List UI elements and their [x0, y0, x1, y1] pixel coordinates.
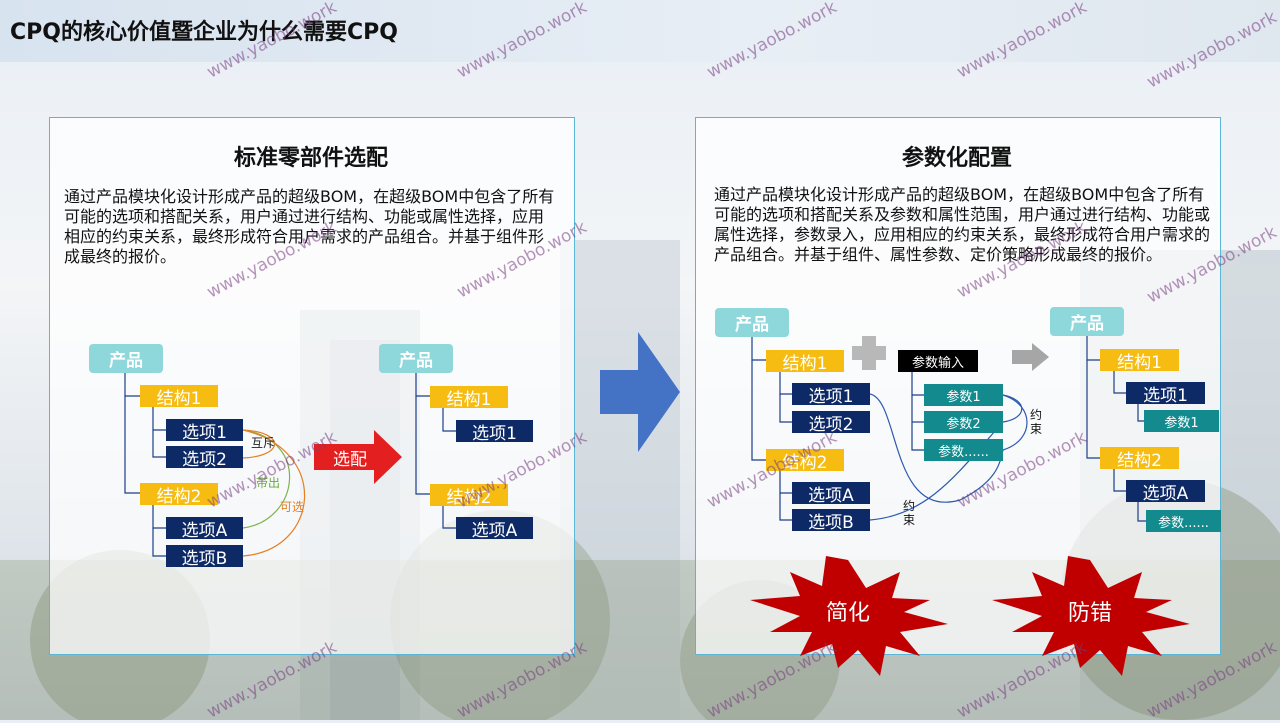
left-structure2-a: 结构2 [140, 483, 218, 507]
left-structure1-a: 结构1 [140, 385, 218, 409]
right-optionB-a: 选项B [792, 509, 870, 533]
right-structure2-a: 结构2 [766, 449, 844, 473]
select-arrow-shape [314, 430, 402, 484]
right-param-more-b: 参数...... [1146, 510, 1221, 532]
left-structure1-b: 结构1 [430, 386, 508, 410]
select-arrow-label: 选配 [333, 449, 367, 470]
right-product-b: 产品 [1050, 307, 1124, 336]
left-optionA-b: 选项A [456, 517, 533, 541]
big-blue-arrow [600, 332, 680, 452]
right-product-a: 产品 [715, 308, 789, 337]
param1-box: 参数1 [924, 384, 1003, 406]
right-structure1-b: 结构1 [1100, 349, 1179, 373]
right-option2-a: 选项2 [792, 411, 870, 435]
param-input-box: 参数输入 [898, 350, 978, 372]
burst-prevent-label: 防错 [1067, 601, 1112, 626]
right-panel-description: 通过产品模块化设计形成产品的超级BOM，在超级BOM中包含了所有可能的选项和搭配… [714, 185, 1211, 264]
burst-simplify-label: 简化 [825, 601, 870, 626]
right-param1-b: 参数1 [1144, 410, 1219, 432]
param2-box: 参数2 [924, 411, 1003, 433]
right-panel-heading: 参数化配置 [901, 146, 1012, 171]
left-optionB-a: 选项B [166, 545, 243, 569]
burst-simplify-shape [750, 556, 948, 676]
right-optionA-a: 选项A [792, 482, 870, 506]
burst-prevent-shape [992, 556, 1190, 676]
optional-label: 可选 [280, 500, 305, 514]
param-more-box: 参数...... [924, 439, 1003, 461]
left-option2-a: 选项2 [166, 446, 243, 470]
left-panel-heading: 标准零部件选配 [233, 146, 388, 171]
left-product-b: 产品 [379, 344, 453, 373]
constraint-label-2: 约 束 [903, 499, 916, 527]
page-title: CPQ的核心价值暨企业为什么需要CPQ [10, 20, 398, 45]
grey-arrow-icon [1012, 343, 1049, 371]
left-option1-b: 选项1 [456, 420, 533, 444]
right-structure1-a: 结构1 [766, 350, 844, 374]
constraint-label-1: 约 束 [1030, 408, 1043, 436]
right-option1-b: 选项1 [1126, 382, 1205, 406]
right-option1-a: 选项1 [792, 383, 870, 407]
right-optionA-b: 选项A [1126, 480, 1205, 504]
left-option1-a: 选项1 [166, 419, 243, 443]
plus-icon [852, 336, 886, 370]
title-bar [0, 0, 1280, 62]
left-optionA-a: 选项A [166, 517, 243, 541]
left-panel-description: 通过产品模块化设计形成产品的超级BOM，在超级BOM中包含了所有可能的选项和搭配… [64, 187, 555, 266]
mutex-label: 互斥 [251, 436, 276, 450]
left-structure2-b: 结构2 [430, 484, 508, 508]
left-product-a: 产品 [89, 344, 163, 373]
derive-label: 带出 [256, 476, 281, 490]
right-structure2-b: 结构2 [1100, 447, 1179, 471]
